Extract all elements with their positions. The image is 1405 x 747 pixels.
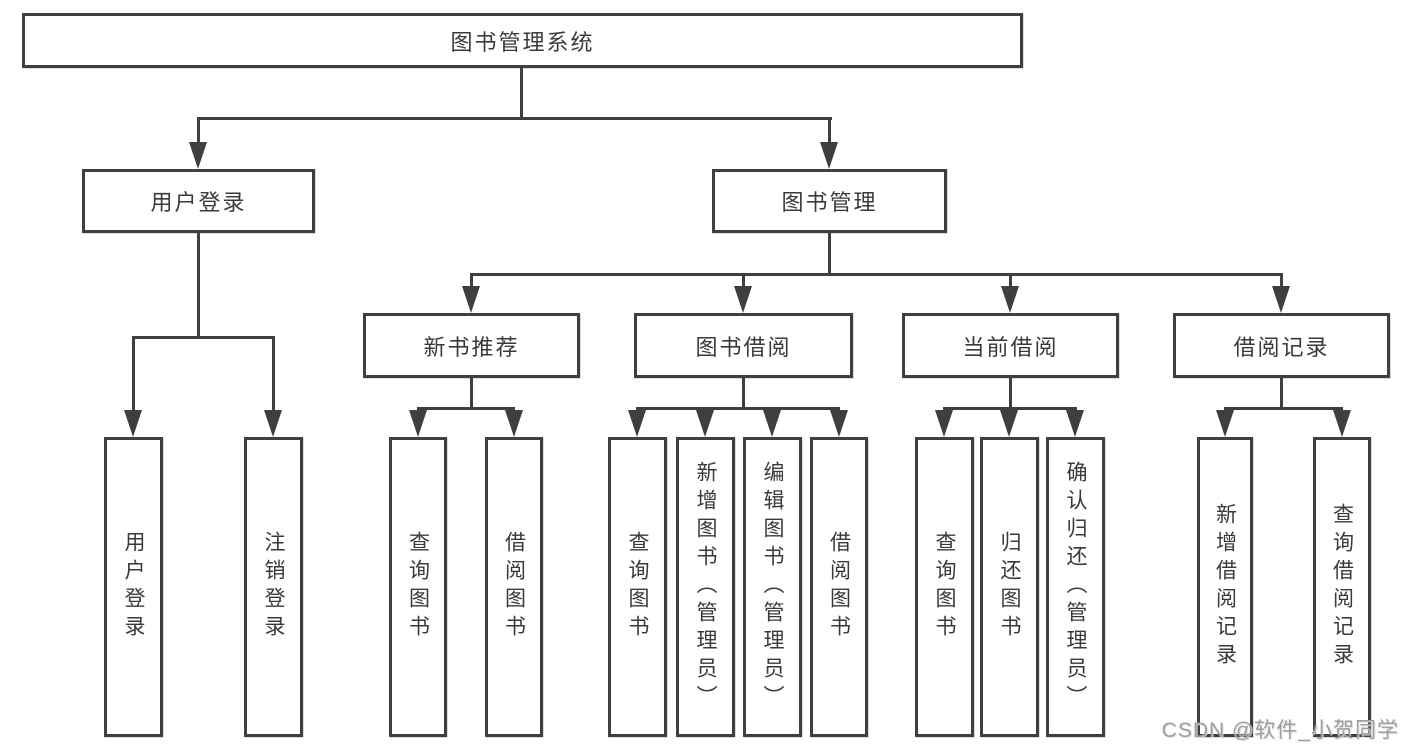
node-borrowing-records: 借阅记录 — [1173, 313, 1390, 378]
connector-line — [742, 378, 745, 407]
connector-line — [1280, 378, 1283, 407]
connector-arrow — [628, 410, 646, 437]
connector-line — [197, 117, 200, 146]
connector-arrow — [696, 410, 714, 437]
connector-arrow — [264, 410, 282, 437]
leaf-borrow-books-recommend: 借阅图书 — [485, 437, 543, 737]
connector-arrow — [189, 142, 207, 169]
connector-line — [828, 117, 831, 146]
connector-line — [132, 336, 135, 412]
connector-arrow — [763, 410, 781, 437]
connector-arrow — [1272, 286, 1290, 313]
connector-line — [272, 336, 275, 412]
connector-arrow — [1066, 410, 1084, 437]
connector-line — [417, 407, 515, 410]
connector-arrow — [409, 410, 427, 437]
leaf-add-borrow-record: 新增借阅记录 — [1197, 437, 1253, 737]
leaf-borrow-books-borrowing: 借阅图书 — [810, 437, 868, 737]
connector-line — [470, 273, 1283, 276]
connector-arrow — [734, 286, 752, 313]
connector-arrow — [124, 410, 142, 437]
connector-line — [828, 233, 831, 273]
connector-arrow — [505, 410, 523, 437]
connector-arrow — [1001, 286, 1019, 313]
connector-arrow — [935, 410, 953, 437]
connector-arrow — [820, 142, 838, 169]
leaf-edit-books-admin: 编辑图书（管理员） — [743, 437, 802, 737]
leaf-query-books-current: 查询图书 — [915, 437, 974, 737]
leaf-query-books-recommend: 查询图书 — [389, 437, 447, 737]
leaf-query-borrow-record: 查询借阅记录 — [1313, 437, 1371, 737]
node-new-book-recommend: 新书推荐 — [363, 313, 580, 378]
leaf-return-books: 归还图书 — [980, 437, 1039, 737]
connector-arrow — [830, 410, 848, 437]
connector-line — [943, 407, 1077, 410]
connector-line — [1009, 378, 1012, 407]
connector-arrow — [1216, 410, 1234, 437]
csdn-watermark: CSDN @软件_小贺同学 — [1161, 719, 1399, 742]
leaf-confirm-return-admin: 确认归还（管理员） — [1046, 437, 1105, 737]
connector-line — [1280, 273, 1283, 289]
connector-line — [470, 273, 473, 289]
node-book-management: 图书管理 — [712, 169, 947, 233]
connector-line — [1224, 407, 1343, 410]
connector-line — [132, 336, 275, 339]
connector-line — [1009, 273, 1012, 289]
leaf-query-books-borrowing: 查询图书 — [608, 437, 667, 737]
connector-arrow — [1333, 410, 1351, 437]
connector-line — [470, 378, 473, 407]
node-book-borrowing: 图书借阅 — [634, 313, 853, 378]
node-library-management-system: 图书管理系统 — [22, 13, 1023, 68]
connector-arrow — [1000, 410, 1018, 437]
connector-line — [742, 273, 745, 289]
connector-line — [197, 233, 200, 339]
leaf-logout: 注销登录 — [244, 437, 303, 737]
node-user-login: 用户登录 — [82, 169, 315, 233]
connector-line — [197, 117, 832, 120]
connector-arrow — [462, 286, 480, 313]
leaf-user-login: 用户登录 — [104, 437, 163, 737]
node-current-borrowing: 当前借阅 — [902, 313, 1119, 378]
connector-line — [636, 407, 840, 410]
connector-line — [520, 68, 523, 117]
leaf-add-books-admin: 新增图书（管理员） — [676, 437, 735, 737]
